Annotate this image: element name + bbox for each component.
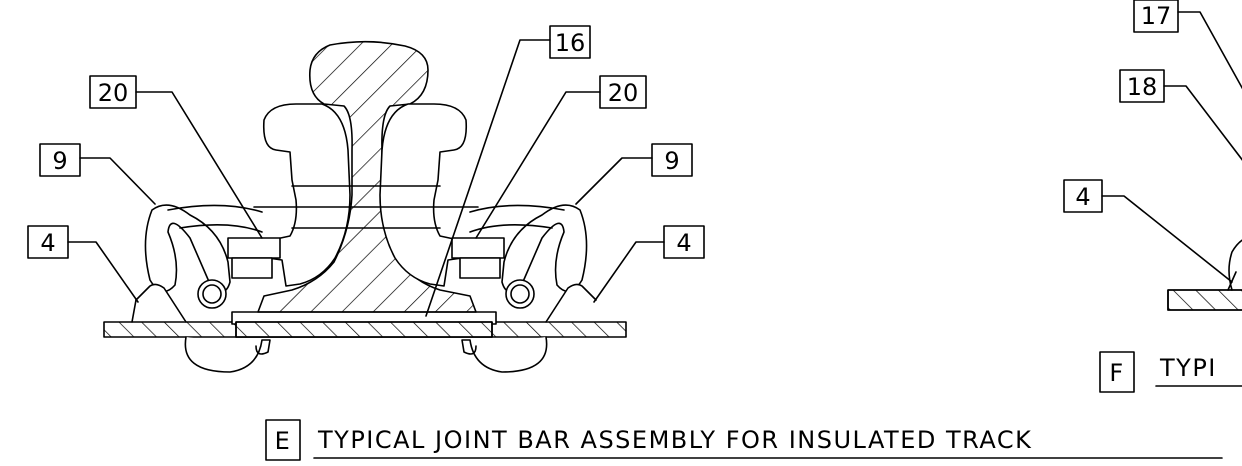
svg-text:17: 17 <box>1141 2 1172 30</box>
svg-text:4: 4 <box>676 229 691 257</box>
callout-20-right: 20 <box>475 75 647 239</box>
svg-text:20: 20 <box>98 79 129 107</box>
svg-text:F: F <box>1109 359 1124 387</box>
svg-text:4: 4 <box>40 229 55 257</box>
shoulder-right <box>461 336 548 373</box>
callout-20-left: 20 <box>89 75 263 239</box>
svg-text:9: 9 <box>664 147 679 175</box>
callout-4-right: 4 <box>593 225 705 303</box>
svg-text:E: E <box>275 427 292 455</box>
svg-text:TYPICAL JOINT BAR ASSEMBLY FOR: TYPICAL JOINT BAR ASSEMBLY FOR INSULATED… <box>317 426 1032 454</box>
view-f-title: F TYPI <box>1099 351 1242 393</box>
callout-4-far: 4 <box>1063 179 1233 283</box>
callout-9-left: 9 <box>39 143 156 205</box>
callout-9-right: 9 <box>575 143 693 205</box>
svg-text:4: 4 <box>1075 183 1090 211</box>
callout-17: 17 <box>1133 0 1242 90</box>
clip-right <box>501 204 588 293</box>
callout-18: 18 <box>1119 69 1242 161</box>
view-f-assembly: 17 18 4 F TYPI <box>1063 0 1242 393</box>
svg-text:20: 20 <box>608 79 639 107</box>
svg-text:TYPI: TYPI <box>1159 354 1217 382</box>
svg-text:9: 9 <box>52 147 67 175</box>
callout-16: 16 <box>425 25 591 317</box>
tie-plate-f <box>1167 289 1242 311</box>
shoulder-left <box>184 336 271 373</box>
svg-text:18: 18 <box>1127 73 1158 101</box>
clip-left <box>144 204 231 293</box>
view-e-assembly: 16 20 20 9 9 4 4 <box>27 25 1223 461</box>
rail-section <box>257 40 477 313</box>
svg-text:16: 16 <box>555 29 586 57</box>
view-e-title: E TYPICAL JOINT BAR ASSEMBLY FOR INSULAT… <box>265 419 1223 461</box>
callout-4-left: 4 <box>27 225 139 303</box>
